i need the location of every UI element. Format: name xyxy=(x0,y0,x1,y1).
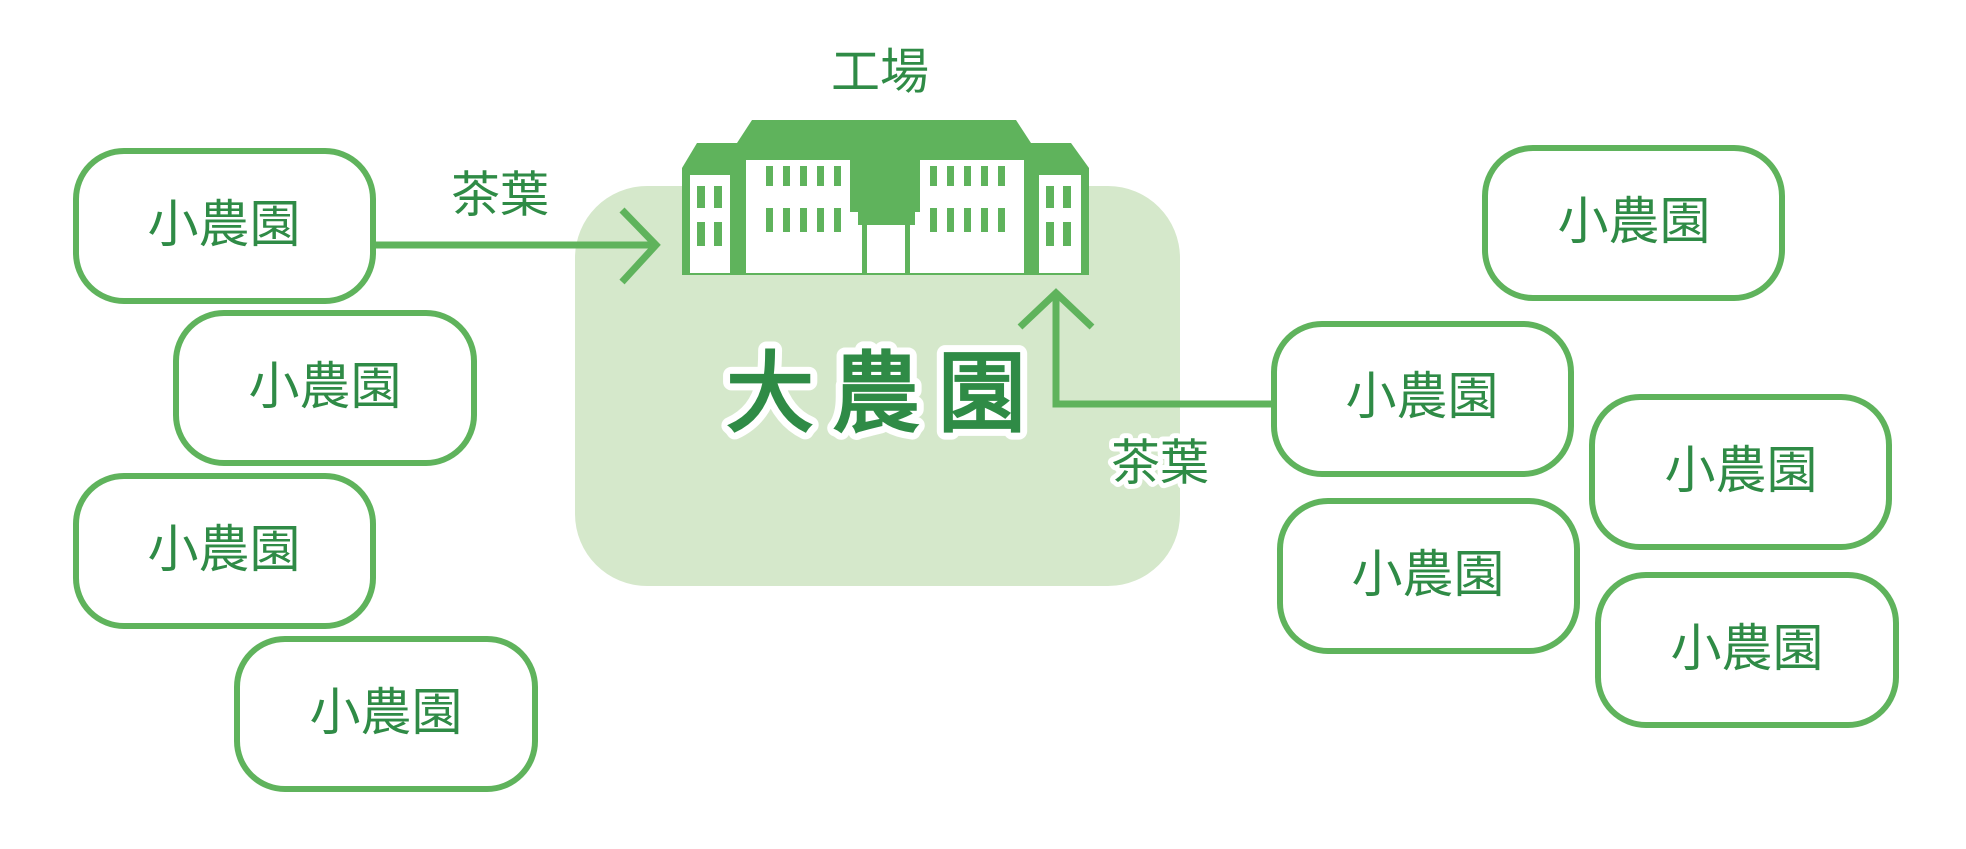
small-farm: 小農園 xyxy=(1271,321,1574,477)
small-farm: 小農園 xyxy=(1589,394,1892,550)
small-farm: 小農園 xyxy=(1277,498,1580,654)
small-farm-label: 小農園 xyxy=(147,521,300,580)
small-farm: 小農園 xyxy=(1595,572,1899,728)
small-farm: 小農園 xyxy=(73,148,376,304)
left-tea-flow-arrow xyxy=(376,207,661,285)
small-farm-label: 小農園 xyxy=(1351,546,1504,605)
factory-building-icon xyxy=(682,120,1089,275)
small-farm-label: 小農園 xyxy=(1345,368,1498,427)
small-farm: 小農園 xyxy=(73,473,376,629)
small-farm-label: 小農園 xyxy=(309,684,462,743)
left-flow-label: 茶葉 xyxy=(451,167,549,224)
small-farm: 小農園 xyxy=(234,636,538,792)
small-farm-label: 小農園 xyxy=(1557,193,1710,252)
large-farm-area xyxy=(575,186,1180,586)
small-farm: 小農園 xyxy=(1482,145,1785,301)
small-farm-label: 小農園 xyxy=(248,358,401,417)
small-farm-label: 小農園 xyxy=(1670,620,1823,679)
large-farm-label: 大農園 xyxy=(726,342,1044,445)
small-farm-label: 小農園 xyxy=(147,196,300,255)
right-flow-label: 茶葉 xyxy=(1111,435,1209,492)
right-tea-flow-arrow xyxy=(1017,288,1272,408)
small-farm: 小農園 xyxy=(173,310,477,466)
factory-label: 工場 xyxy=(831,44,929,101)
small-farm-label: 小農園 xyxy=(1664,442,1817,501)
